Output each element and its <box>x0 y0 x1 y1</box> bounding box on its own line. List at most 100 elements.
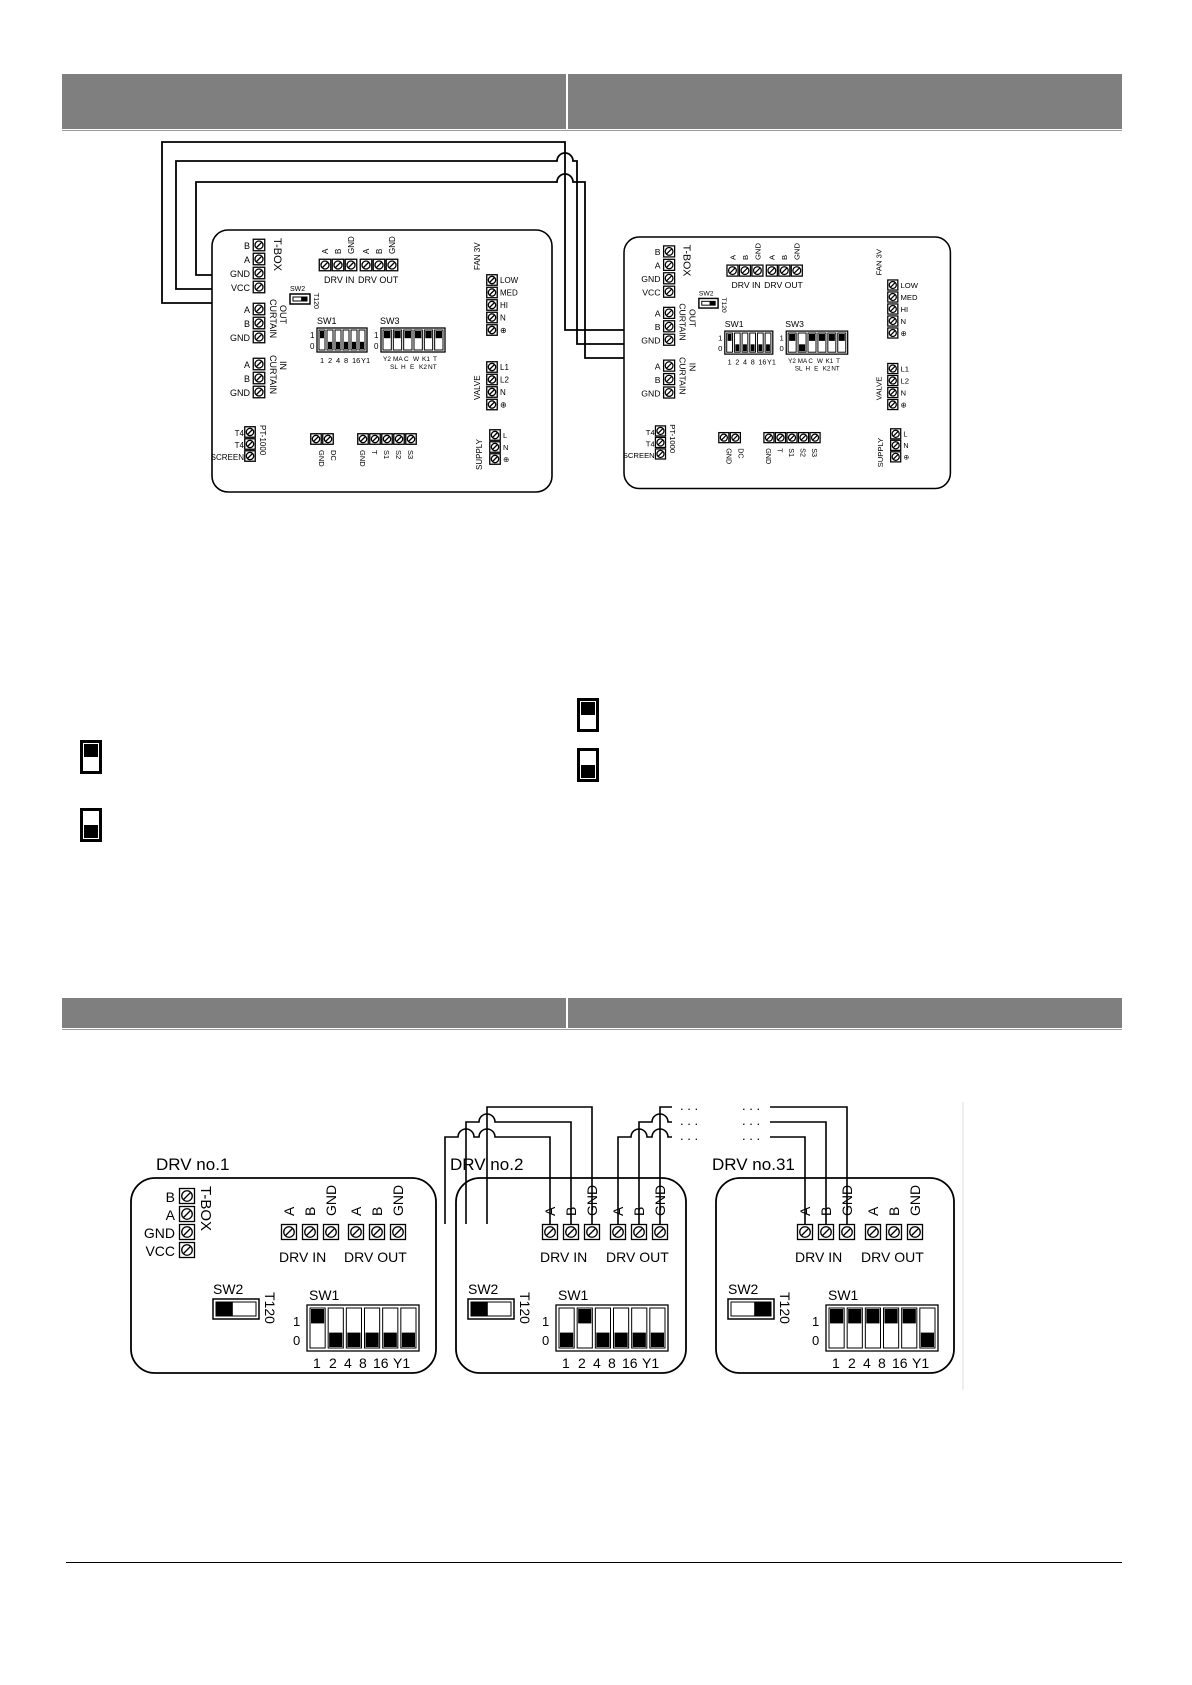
terminal-screw-icon <box>664 321 674 331</box>
chain-wire-a-2 <box>617 1128 672 1224</box>
label-text: CURTAIN <box>678 303 688 341</box>
dip-switch-slot <box>764 332 772 353</box>
label-text: W <box>413 356 420 363</box>
drv-title: DRV no.1 <box>156 1155 229 1174</box>
terminal-slot <box>372 1227 382 1237</box>
terminal-slot <box>488 326 496 334</box>
label-text: IN <box>278 361 288 370</box>
terminal-screw-icon <box>487 375 497 384</box>
terminal-slot <box>255 333 263 341</box>
label-text: Y2 <box>383 356 391 363</box>
terminal-screw-icon <box>254 304 264 314</box>
terminal-slot <box>182 1245 192 1255</box>
curtain-wire-3 <box>195 173 632 359</box>
terminal-screw-icon <box>323 434 333 444</box>
label-text: GND <box>764 448 773 464</box>
dip-switch-slot <box>382 329 392 351</box>
label-text: T120 <box>517 1292 533 1324</box>
terminal-slot <box>255 255 263 263</box>
label-text: L1 <box>500 363 509 372</box>
label-text: B <box>244 319 250 329</box>
label-text: GND <box>347 236 356 254</box>
terminal-screw-icon <box>888 1226 900 1238</box>
terminal-slot <box>488 363 496 371</box>
curtain-wire-2 <box>175 152 632 345</box>
dip-switch-knob <box>344 341 348 349</box>
dip-switch-frame <box>555 1304 669 1352</box>
terminal-slot <box>665 309 673 317</box>
label-text: 1 <box>780 334 784 343</box>
label-text: 4 <box>344 1355 352 1371</box>
label-text: Y1 <box>393 1355 410 1371</box>
dip-switch-knob <box>560 1332 574 1347</box>
label-text: N <box>503 443 508 452</box>
label-text: VCC <box>145 1243 175 1259</box>
terminal-screw-icon <box>254 318 264 328</box>
label-text: 4 <box>336 356 340 365</box>
label-text: PT-1000 <box>258 425 267 456</box>
terminal-screw-icon <box>656 438 665 447</box>
terminal-slot <box>488 314 496 321</box>
terminal-screw-icon <box>304 1226 316 1238</box>
terminal-slot <box>768 267 776 274</box>
chain-wire-gnd-1 <box>486 1106 593 1224</box>
label-text: SW1 <box>558 1287 589 1303</box>
terminal-slot <box>892 453 899 460</box>
label-text: 2 <box>735 358 739 367</box>
label-text: A <box>244 360 250 370</box>
terminal-slot <box>347 261 355 269</box>
chain-wire-b-31 <box>770 1121 827 1224</box>
terminal-slot <box>741 267 749 274</box>
terminal-slot <box>889 1227 899 1237</box>
label-text: DRV OUT <box>764 280 803 290</box>
terminal-slot <box>889 365 896 372</box>
label-text: SW1 <box>309 1287 340 1303</box>
dip-switch-knob <box>848 1309 862 1324</box>
label-text: DRV OUT <box>344 1249 407 1265</box>
terminal-slot <box>246 452 254 460</box>
terminal-screw-icon <box>382 434 392 444</box>
label-text: ⊕ <box>500 326 507 335</box>
label-text: DC <box>329 450 338 461</box>
terminal-screw-icon <box>727 266 737 276</box>
label-text: SW1 <box>828 1287 859 1303</box>
terminal-screw-icon <box>487 325 497 335</box>
terminal-screw-icon <box>764 433 774 442</box>
terminal-screw-icon <box>767 266 777 276</box>
label-text: L <box>903 430 907 439</box>
label-text: SCREEN <box>623 451 655 460</box>
terminal-slot <box>889 377 896 384</box>
terminal-slot <box>889 306 896 312</box>
label-text: N <box>500 388 506 397</box>
terminal-screw-icon <box>841 1226 853 1238</box>
terminal-screw-icon <box>311 434 321 444</box>
label-text: ⊕ <box>903 453 909 462</box>
terminal-slot <box>324 435 332 443</box>
label-text: T120 <box>777 1292 793 1324</box>
terminal-slot <box>657 439 664 446</box>
label-text: SW2 <box>728 1281 759 1297</box>
label-text: A <box>244 305 250 315</box>
dip-switch-slot <box>787 332 797 353</box>
terminal-screw-icon <box>283 1226 295 1238</box>
terminal-screw-icon <box>245 427 255 437</box>
terminal-screw-icon <box>810 433 820 442</box>
dip-switch-knob <box>596 1332 610 1347</box>
terminal-slot <box>868 1227 878 1237</box>
label-text: NT <box>428 364 437 371</box>
terminal-slot <box>488 289 496 296</box>
label-text: A <box>362 248 371 254</box>
continuation-dots: . . . <box>680 1128 698 1143</box>
terminal-slot <box>889 389 896 396</box>
dip-switch-knob <box>415 331 422 339</box>
terminal-slot <box>255 388 263 396</box>
dip-switch-knob <box>902 1309 916 1324</box>
label-text: Y1 <box>767 358 776 367</box>
label-text: 2 <box>328 356 332 365</box>
terminal-slot <box>488 276 496 284</box>
label-text: T <box>836 358 840 365</box>
label-text: T-BOX <box>681 245 693 277</box>
terminal-screw-icon <box>867 1226 879 1238</box>
terminal-screw-icon <box>350 1226 362 1238</box>
terminal-slot <box>665 389 673 396</box>
